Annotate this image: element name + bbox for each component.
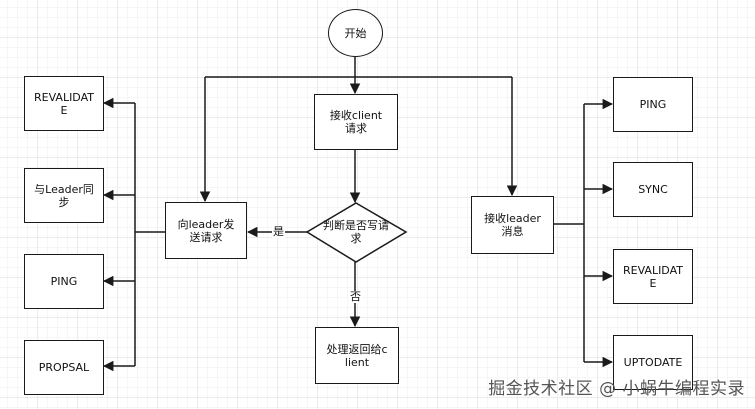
right-sync-label: SYNC	[638, 183, 668, 196]
right-revalidate-node: REVALIDATE	[613, 249, 693, 304]
left-sync-node: 与Leader同步	[24, 168, 104, 223]
left-revalidate-node: REVALIDATE	[24, 76, 104, 131]
receive-leader-node: 接收leader消息	[471, 196, 554, 254]
decision-diamond	[305, 202, 408, 263]
edge-label-no: 否	[349, 290, 362, 303]
process-return-label: 处理返回给client	[326, 342, 388, 369]
right-revalidate-label: REVALIDATE	[623, 263, 683, 290]
left-propsal-node: PROPSAL	[24, 340, 104, 395]
receive-leader-label: 接收leader消息	[484, 212, 541, 238]
left-ping-label: PING	[50, 275, 78, 288]
start-node: 开始	[328, 9, 383, 57]
judge-write-node: 判断是否写请求	[312, 212, 400, 252]
forward-leader-node: 向leader发送请求	[165, 202, 247, 259]
edge-label-yes: 是	[272, 225, 285, 238]
left-ping-node: PING	[24, 254, 104, 309]
process-return-node: 处理返回给client	[315, 327, 399, 384]
right-sync-node: SYNC	[613, 162, 693, 217]
receive-client-label: 接收client请求	[329, 109, 383, 135]
receive-client-node: 接收client请求	[314, 94, 398, 150]
left-propsal-label: PROPSAL	[38, 361, 90, 374]
judge-write-label: 判断是否写请求	[323, 219, 389, 245]
left-revalidate-label: REVALIDATE	[34, 90, 94, 117]
right-ping-label: PING	[639, 98, 667, 111]
watermark-text: 掘金技术社区 @ 小蜗牛编程实录	[488, 379, 745, 399]
start-label: 开始	[344, 26, 367, 40]
forward-leader-label: 向leader发送请求	[177, 217, 235, 244]
right-ping-node: PING	[613, 77, 693, 132]
right-uptodate-label: UPTODATE	[623, 356, 683, 369]
left-sync-label: 与Leader同步	[34, 182, 94, 209]
right-uptodate-node: UPTODATE	[613, 335, 693, 390]
